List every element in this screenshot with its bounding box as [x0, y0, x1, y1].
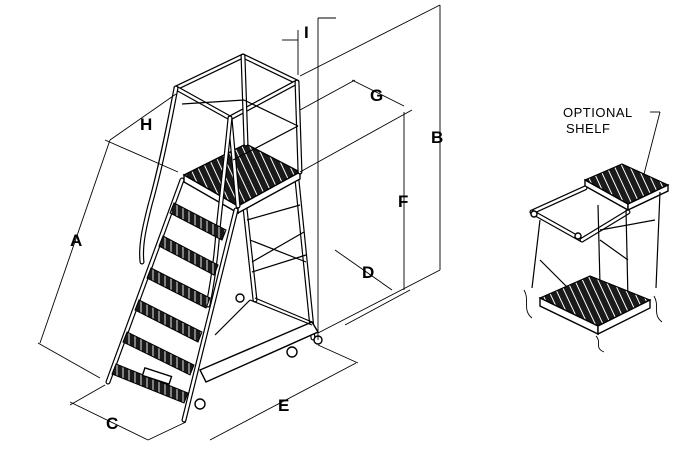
dim-label-h: H — [140, 115, 152, 134]
dim-label-e: E — [278, 396, 289, 415]
optional-shelf-label-line2: SHELF — [566, 121, 610, 136]
dim-label-i: I — [304, 23, 309, 42]
dim-label-g: G — [370, 86, 383, 105]
optional-shelf-detail: OPTIONAL SHELF — [523, 105, 670, 353]
dim-label-a: A — [70, 231, 82, 250]
dimension-labels: A B C D E F G H I — [70, 23, 443, 433]
dim-label-b: B — [431, 128, 443, 147]
dim-label-f: F — [398, 192, 408, 211]
dim-label-c: C — [106, 414, 118, 433]
top-platform — [182, 143, 302, 215]
optional-shelf-label-line1: OPTIONAL — [563, 105, 633, 120]
dim-label-d: D — [362, 263, 374, 282]
main-ladder — [105, 53, 323, 423]
steps — [111, 202, 227, 404]
dimension-lines — [37, 4, 441, 441]
stair-stringers — [105, 177, 239, 423]
rear-frame — [199, 177, 320, 383]
